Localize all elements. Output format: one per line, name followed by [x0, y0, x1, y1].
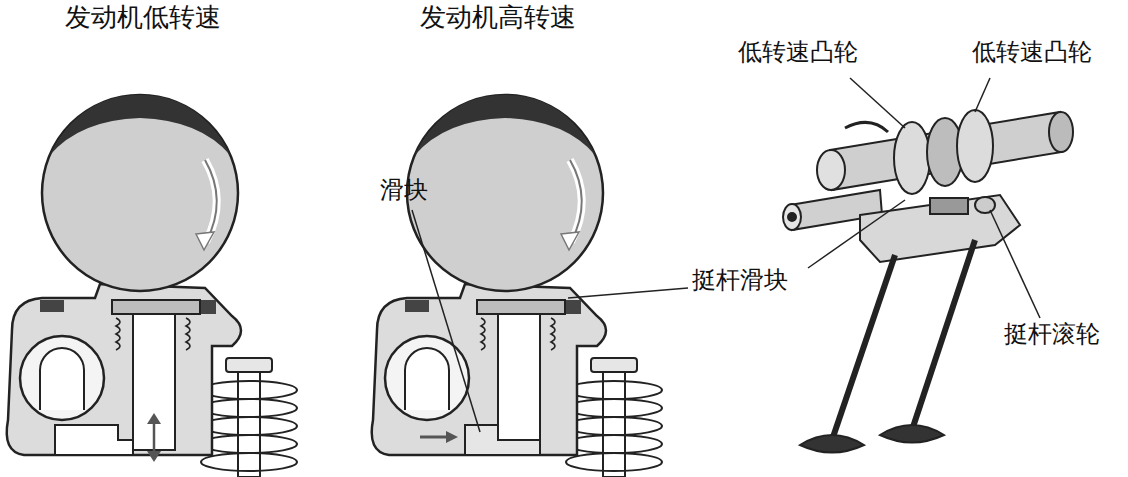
part-label: 低转速凸轮 [738, 38, 858, 67]
part-label: 低转速凸轮 [972, 38, 1092, 67]
heading-label: 发动机低转速 [65, 2, 221, 33]
part-label: 挺杆滑块 [692, 266, 788, 295]
heading-label: 发动机高转速 [420, 2, 576, 33]
part-label: 滑块 [380, 176, 428, 205]
part-label: 挺杆滚轮 [1004, 320, 1100, 349]
